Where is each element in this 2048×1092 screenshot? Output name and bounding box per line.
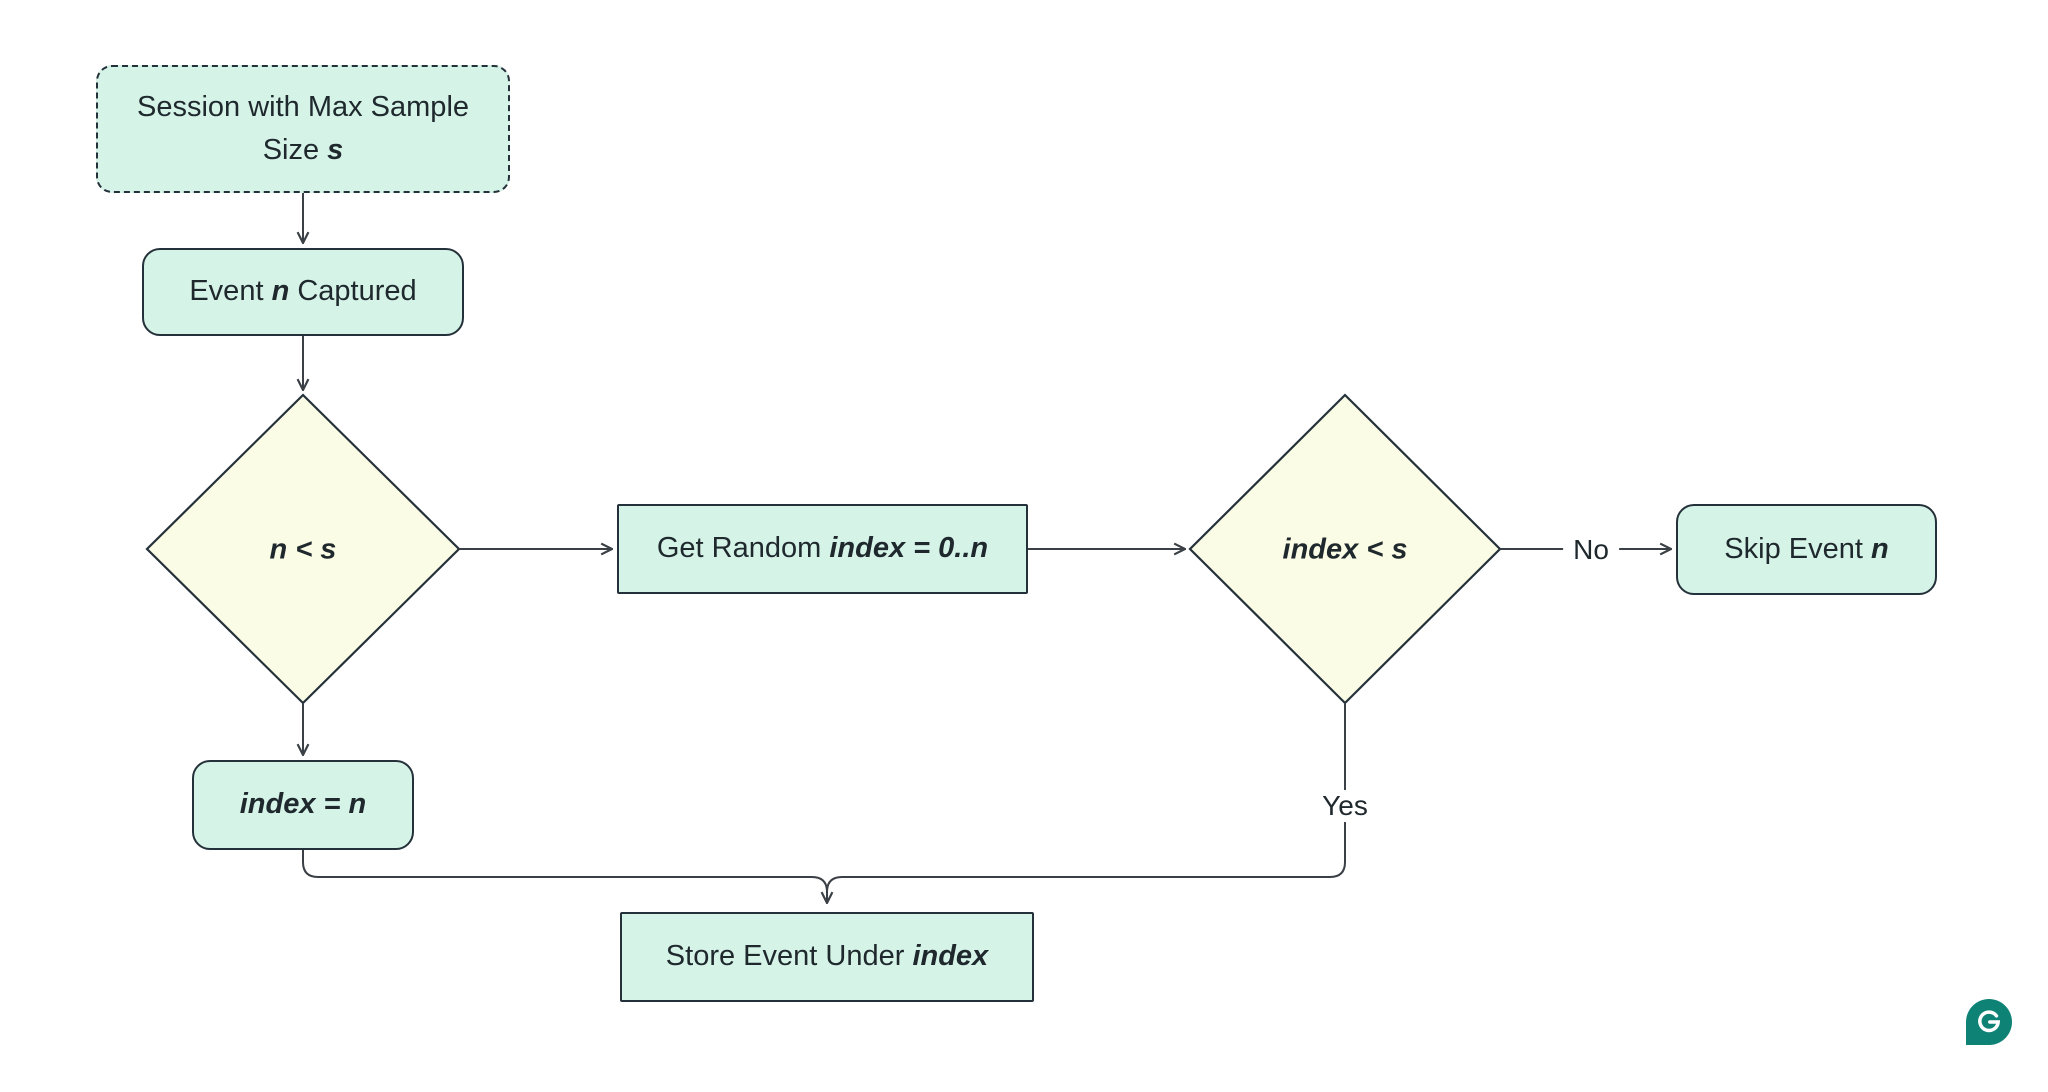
node-session-start: Session with Max Sample Size s xyxy=(96,65,510,193)
node-session-label: Session with Max Sample Size s xyxy=(136,90,470,167)
node-get-random-index-label: Get Random index = 0..n xyxy=(656,532,989,565)
node-skip-event-label: Skip Event n xyxy=(1724,532,1889,565)
node-event-captured: Event n Captured xyxy=(142,248,464,336)
edge-label-no: No xyxy=(1563,534,1619,566)
edge-index-n-to-store xyxy=(302,850,827,903)
node-store-event-label: Store Event Under index xyxy=(665,940,989,973)
edge-decision-index-yes-to-store xyxy=(826,703,1346,903)
grammarly-logo-icon xyxy=(1966,999,2012,1045)
node-index-equals-n: index = n xyxy=(192,760,414,850)
node-event-captured-label: Event n Captured xyxy=(189,275,417,308)
node-get-random-index: Get Random index = 0..n xyxy=(617,504,1028,594)
edge-label-yes: Yes xyxy=(1312,790,1378,822)
node-index-equals-n-label: index = n xyxy=(239,788,367,821)
decision-index-lt-s-label: index < s xyxy=(1282,533,1408,566)
grammarly-g-glyph xyxy=(1978,1010,2001,1033)
node-store-event: Store Event Under index xyxy=(620,912,1034,1002)
node-skip-event: Skip Event n xyxy=(1676,504,1937,595)
decision-n-lt-s-label: n < s xyxy=(269,533,337,566)
